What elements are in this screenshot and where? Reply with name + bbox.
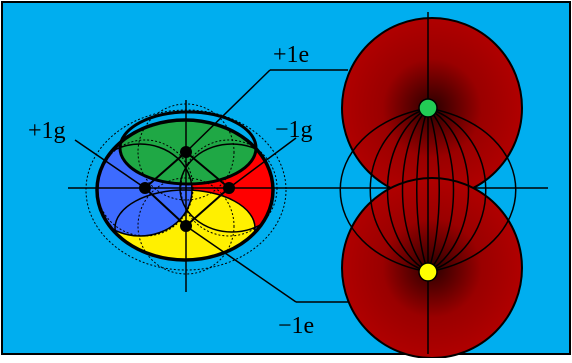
pointer-minus-e: [185, 225, 297, 303]
negative-electric-charge: [418, 262, 438, 282]
label-minus-e: −1e: [278, 313, 314, 339]
torus-spoke: [185, 151, 230, 189]
dipole-spheres: [339, 12, 523, 359]
label-minus-g: −1g: [275, 117, 313, 143]
charge-dot-top: [180, 146, 192, 158]
charge-dot-left: [139, 182, 151, 194]
label-plus-e: +1e: [273, 42, 309, 68]
green-outline: [118, 110, 258, 186]
pointer-plus-e: [185, 69, 271, 153]
label-plus-g: +1g: [28, 118, 66, 144]
torus-spoke: [144, 151, 187, 189]
pointer-minus-g: [228, 137, 297, 189]
field-line: [369, 107, 429, 273]
field-line: [427, 107, 455, 273]
positive-electric-charge: [418, 98, 438, 118]
field-line: [427, 107, 470, 273]
field-line: [427, 107, 487, 273]
field-lines: [339, 107, 517, 273]
field-line: [386, 107, 429, 273]
charge-dot-bottom: [180, 220, 192, 232]
field-line: [416, 107, 429, 273]
inner-loop: [114, 189, 256, 260]
torus-spoke: [185, 187, 230, 227]
field-line: [401, 107, 429, 273]
charge-dot-right: [223, 182, 235, 194]
field-line: [427, 107, 517, 273]
field-line: [427, 107, 440, 273]
torus-spoke: [144, 187, 187, 227]
field-line: [339, 107, 429, 273]
pointer-plus-g: [74, 139, 146, 189]
